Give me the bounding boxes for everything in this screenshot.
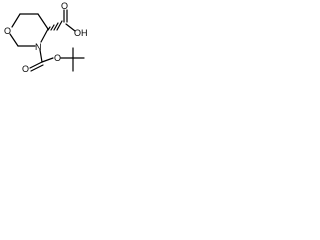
bond-carbonylC-O-b (30, 64, 44, 72)
hash-1 (47, 26, 51, 31)
morpholine-ring (9, 13, 49, 47)
ester-oxygen-label: O (54, 53, 61, 63)
chemical-structure: O N O OH O O (4, 1, 88, 74)
hash-4 (56, 20, 63, 31)
bond-c3-n (40, 28, 49, 43)
ring-oxygen-label: O (4, 26, 11, 36)
bond-c2-c3 (37, 13, 49, 30)
hash-2 (50, 24, 55, 31)
carboxylic-acid (63, 9, 76, 32)
bond-acidC-OH (65, 23, 76, 32)
ring-nitrogen-label: N (35, 42, 42, 52)
bond-n-carbonylC (39, 49, 43, 63)
acid-hydroxyl-label: OH (74, 28, 88, 38)
acid-carbonyl-oxygen-label: O (61, 1, 68, 11)
bond-c5-ringO (9, 33, 19, 47)
stereo-hash-wedge (47, 20, 63, 31)
boc-group (29, 47, 85, 72)
carbamate-carbonyl-oxygen-label: O (22, 64, 29, 74)
bond-carbonylC-O-a (29, 61, 43, 69)
hash-3 (53, 22, 59, 31)
bond-carbonylC-esterO (41, 57, 54, 63)
bond-ringO-c1 (11, 13, 21, 28)
